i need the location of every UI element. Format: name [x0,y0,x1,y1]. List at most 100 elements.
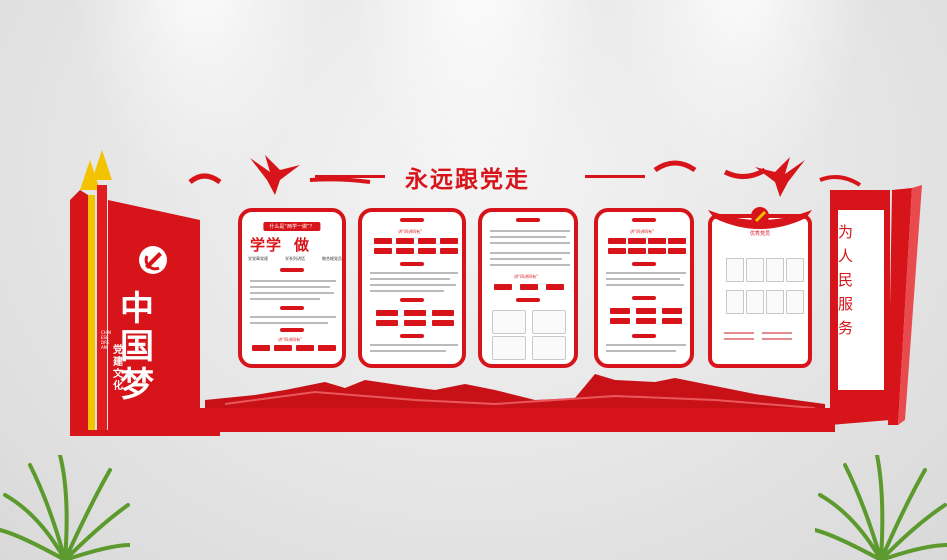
section-bar [400,334,424,338]
text-line [370,344,458,346]
potted-plant-icon [815,455,947,560]
sub-label: 学党章党规 [248,256,268,261]
text-line [490,252,570,254]
tag-block [520,284,538,290]
tag-block [252,345,270,351]
section-bar [400,218,424,222]
dove-icon [250,155,300,195]
text-line [724,338,754,340]
big-char: 做 [294,236,311,254]
info-panel-4: 讲“四讲四有” [594,208,694,368]
serve-the-people-slogan: 为人民服务 [838,223,854,337]
section-bar [632,334,656,338]
section-bar [632,296,656,300]
text-line [250,316,336,318]
spotlight [610,0,870,200]
tag-block [396,248,414,254]
tag-block [648,248,666,254]
tag-block [636,308,656,314]
tag-block [494,284,512,290]
tag-block [662,308,682,314]
tag-block [610,318,630,324]
photo-placeholder [532,336,566,360]
photo-placeholder [492,310,526,334]
big-char: 学 [250,236,267,254]
text-line [606,284,684,286]
text-line [762,332,792,334]
great-wall-base [195,374,835,432]
tag-block [376,310,398,316]
text-line [370,272,458,274]
section-bar [400,298,424,302]
text-line [250,286,330,288]
china-dream-calligraphy: 中国梦 [120,289,154,405]
tag-block [668,238,686,244]
text-line [490,236,566,238]
text-line [370,278,450,280]
tag-block [374,238,392,244]
chinese-dream-pinyin: CHINESE DREAM [101,330,111,350]
text-line [606,350,676,352]
party-emblem-icon [139,246,167,274]
section-bar [280,306,304,310]
photo-placeholder [746,258,764,282]
tag-block [396,238,414,244]
section-bar [400,262,424,266]
info-panel-1: 什么是“两学一做”？ 学学做 学党章党规 学系列讲话 做合格党员 讲“四讲四有” [238,208,346,368]
dove-icon [755,157,805,197]
text-line [370,290,444,292]
photo-placeholder [726,290,744,314]
big-char: 学 [266,236,283,254]
tag-block [404,320,426,326]
spotlight [70,0,330,200]
text-line [490,242,570,244]
text-line [606,344,686,346]
tag-block [440,248,458,254]
tag-block [546,284,564,290]
tag-block [296,345,314,351]
tag-block [374,248,392,254]
box-title: 讲“四讲四有” [630,229,655,234]
tag-block [662,318,682,324]
text-line [490,258,562,260]
panel-header: 优秀党员 [749,231,770,237]
spotlight [345,0,605,200]
text-line [606,278,680,280]
tag-block [636,318,656,324]
photo-placeholder [766,258,784,282]
tag-block [432,320,454,326]
photo-placeholder [492,336,526,360]
wall-title: 永远跟党走 [405,167,530,193]
box-title: 讲“四讲四有” [278,337,303,342]
info-panel-2: 讲“四讲四有” [358,208,466,368]
text-line [250,292,334,294]
potted-plant-icon [0,455,130,560]
section-bar [516,298,540,302]
tag-block [668,248,686,254]
info-panel-5: 优秀党员 [708,214,812,368]
tag-block [418,248,436,254]
tag-block [608,238,626,244]
tag-block [376,320,398,326]
photo-placeholder [746,290,764,314]
section-bar [632,218,656,222]
tag-block [628,248,646,254]
tag-block [608,248,626,254]
box-title: 讲“四讲四有” [398,229,423,234]
text-line [606,272,686,274]
text-line [762,338,792,340]
tag-block [432,310,454,316]
tag-block [418,238,436,244]
tag-block [628,238,646,244]
section-bar [280,328,304,332]
tag-block [440,238,458,244]
sub-label: 学系列讲话 [285,256,305,261]
text-line [490,264,570,266]
photo-placeholder [726,258,744,282]
ribbon-header [708,207,812,229]
text-line [490,230,570,232]
text-line [250,298,320,300]
photo-placeholder [766,290,784,314]
tag-block [404,310,426,316]
